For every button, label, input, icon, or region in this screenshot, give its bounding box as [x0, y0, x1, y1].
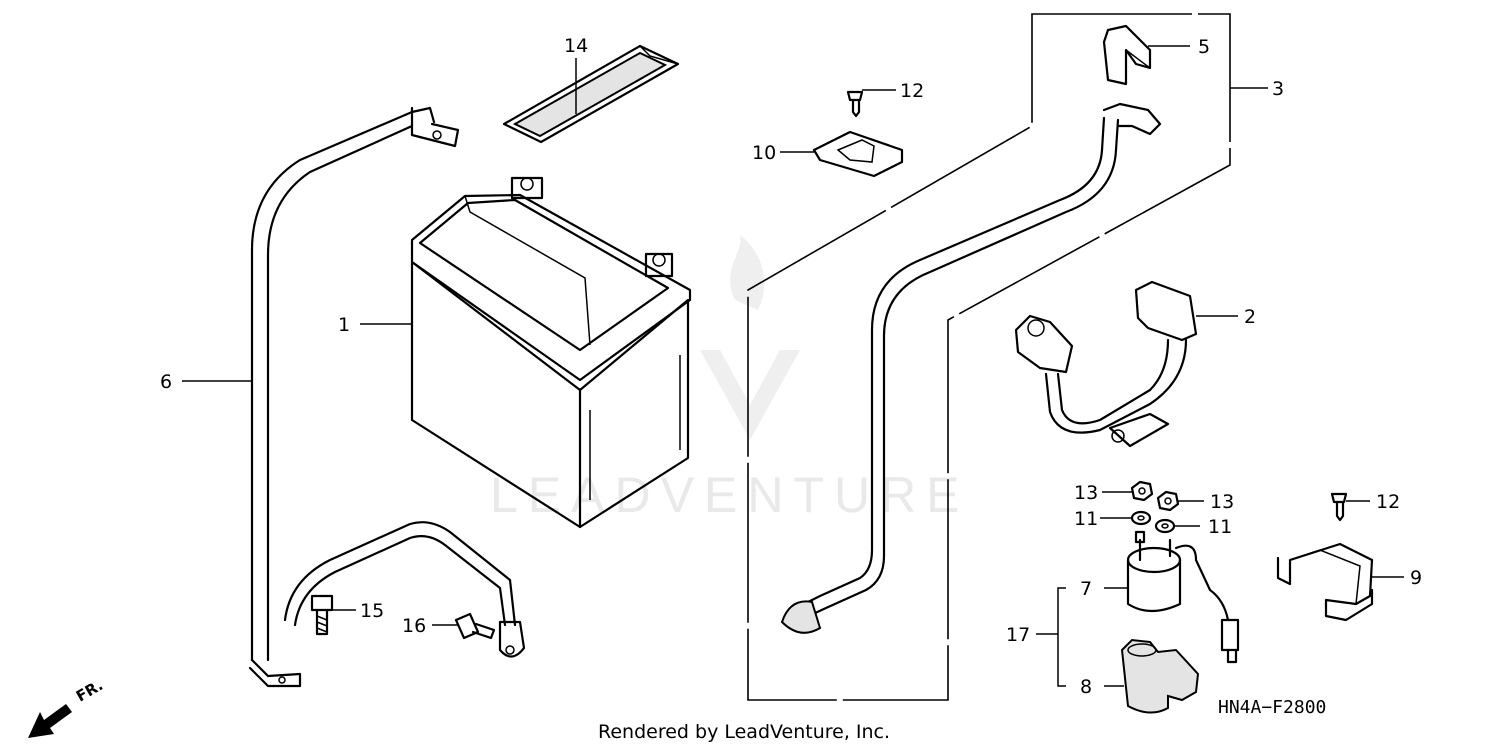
callout-9: 9: [1410, 567, 1422, 589]
front-label: FR.: [73, 676, 106, 705]
leader-lines: [182, 45, 1404, 687]
part-12-screw-a[interactable]: [846, 90, 864, 118]
part-1-battery[interactable]: [410, 176, 692, 529]
callout-1: 1: [338, 314, 350, 336]
callout-13-b: 13: [1210, 491, 1234, 513]
callout-2: 2: [1244, 306, 1256, 328]
watermark-flame-icon: [730, 235, 765, 310]
front-arrow-icon: [28, 704, 72, 738]
part-12-screw-b[interactable]: [1330, 492, 1348, 522]
watermark-logo-icon: [700, 350, 800, 440]
callout-7: 7: [1080, 578, 1092, 600]
part-14-battery-strap[interactable]: [502, 44, 680, 144]
part-3-positive-cable[interactable]: [780, 102, 1162, 634]
callout-3: 3: [1272, 78, 1284, 100]
watermark-text: LEADVENTURE: [490, 467, 970, 523]
diagram-code: HN4A−F2800: [1218, 697, 1326, 718]
part-11-washer-a[interactable]: [1130, 510, 1152, 526]
part-5-terminal-cover[interactable]: [1102, 24, 1152, 86]
part-16-bolt[interactable]: [454, 612, 496, 640]
part-13-nut-b[interactable]: [1156, 490, 1180, 512]
part-6-battery-rod[interactable]: [248, 106, 460, 688]
callout-16: 16: [402, 615, 426, 637]
negative-cable[interactable]: [283, 521, 526, 658]
part-7-starter-relay[interactable]: [1126, 530, 1240, 664]
callouts: 1 2 3 5 6 7 8 9 10 11 11 12 12 13 13 14 …: [160, 35, 1422, 698]
part-15-bolt[interactable]: [310, 594, 334, 636]
callout-13-a: 13: [1074, 482, 1098, 504]
callout-12-a: 12: [900, 80, 924, 102]
callout-17: 17: [1006, 624, 1030, 646]
callout-12-b: 12: [1376, 491, 1400, 513]
callout-11-b: 11: [1208, 516, 1232, 538]
callout-8: 8: [1080, 676, 1092, 698]
part-11-washer-b[interactable]: [1154, 518, 1176, 534]
watermark: LEADVENTURE: [490, 235, 970, 523]
part-13-nut-a[interactable]: [1130, 480, 1154, 502]
callout-10: 10: [752, 142, 776, 164]
callout-6: 6: [160, 371, 172, 393]
footer-credit: Rendered by LeadVenture, Inc.: [598, 721, 890, 743]
part-9-bracket[interactable]: [1276, 542, 1374, 622]
part-2-harness[interactable]: [1014, 280, 1198, 448]
callout-11-a: 11: [1074, 508, 1098, 530]
front-direction-indicator: FR.: [28, 676, 106, 738]
group-3-outline: [747, 13, 1231, 701]
callout-5: 5: [1198, 36, 1210, 58]
callout-15: 15: [360, 600, 384, 622]
part-8-relay-cover[interactable]: [1120, 638, 1200, 714]
part-10-cable-clamp[interactable]: [812, 130, 904, 178]
callout-14: 14: [564, 35, 588, 57]
